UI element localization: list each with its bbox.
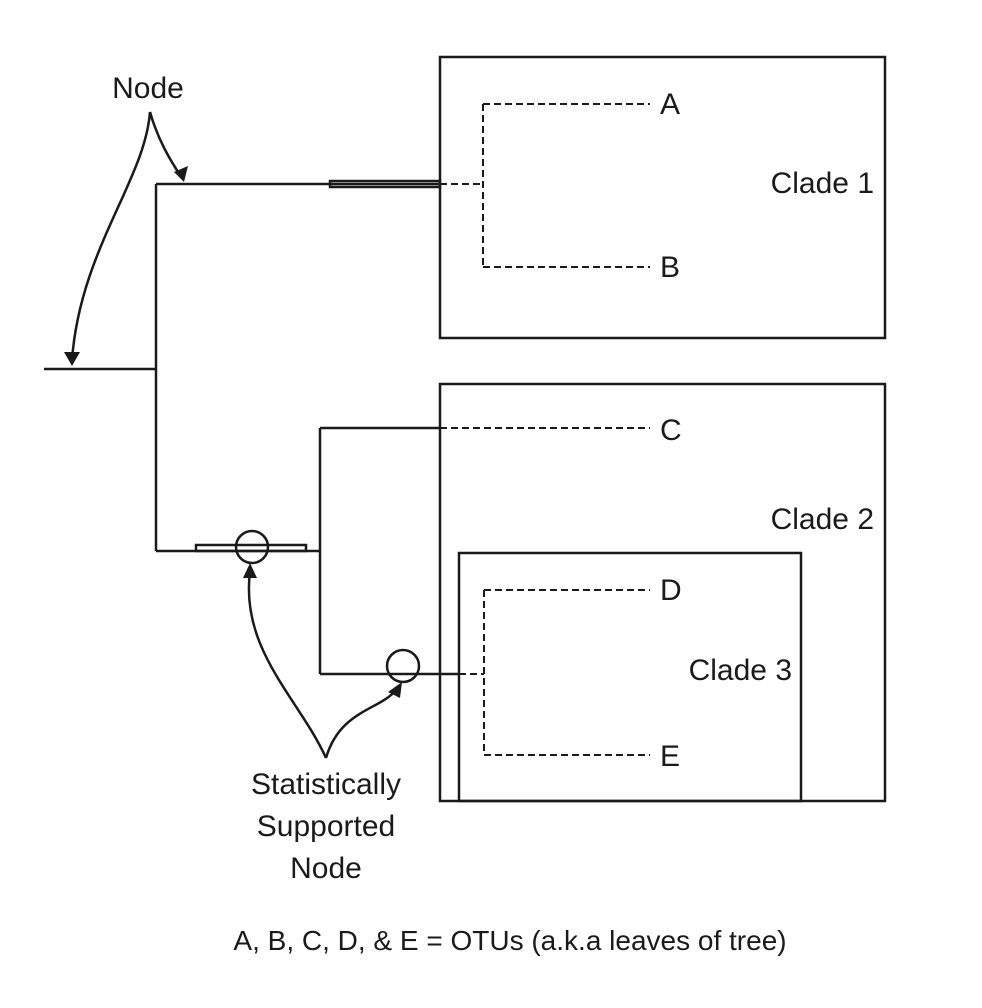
leaf-label-b: B: [660, 251, 680, 284]
tree-branches: [44, 179, 459, 676]
supported-node-marker-2: [385, 648, 421, 684]
arrowhead-icon: [64, 352, 80, 366]
supported-node-label-line-2: Supported: [257, 810, 395, 843]
clade-2-label: Clade 2: [771, 503, 874, 536]
clade-3-box: [457, 551, 803, 803]
leaf-label-e: E: [660, 740, 680, 773]
arrowhead-icon: [243, 563, 257, 578]
supported-node-arrows: [243, 563, 402, 759]
leaf-label-d: D: [660, 574, 682, 607]
arrowhead-icon: [388, 682, 402, 698]
supported-node-marker-1: [234, 529, 270, 565]
clade-1-label: Clade 1: [771, 167, 874, 200]
leaf-branches: [440, 103, 650, 756]
leaf-label-c: C: [660, 414, 682, 447]
node-annotation-arrows: [64, 111, 188, 366]
clade-3-label: Clade 3: [689, 654, 792, 687]
arrowhead-icon: [174, 166, 188, 182]
clade-1-box: [438, 55, 887, 340]
caption: A, B, C, D, & E = OTUs (a.k.a leaves of …: [233, 925, 786, 956]
supported-node-label-line-1: Statistically: [251, 768, 401, 801]
supported-node-label-line-3: Node: [290, 852, 362, 885]
node-label: Node: [112, 72, 184, 105]
leaf-label-a: A: [660, 88, 680, 121]
